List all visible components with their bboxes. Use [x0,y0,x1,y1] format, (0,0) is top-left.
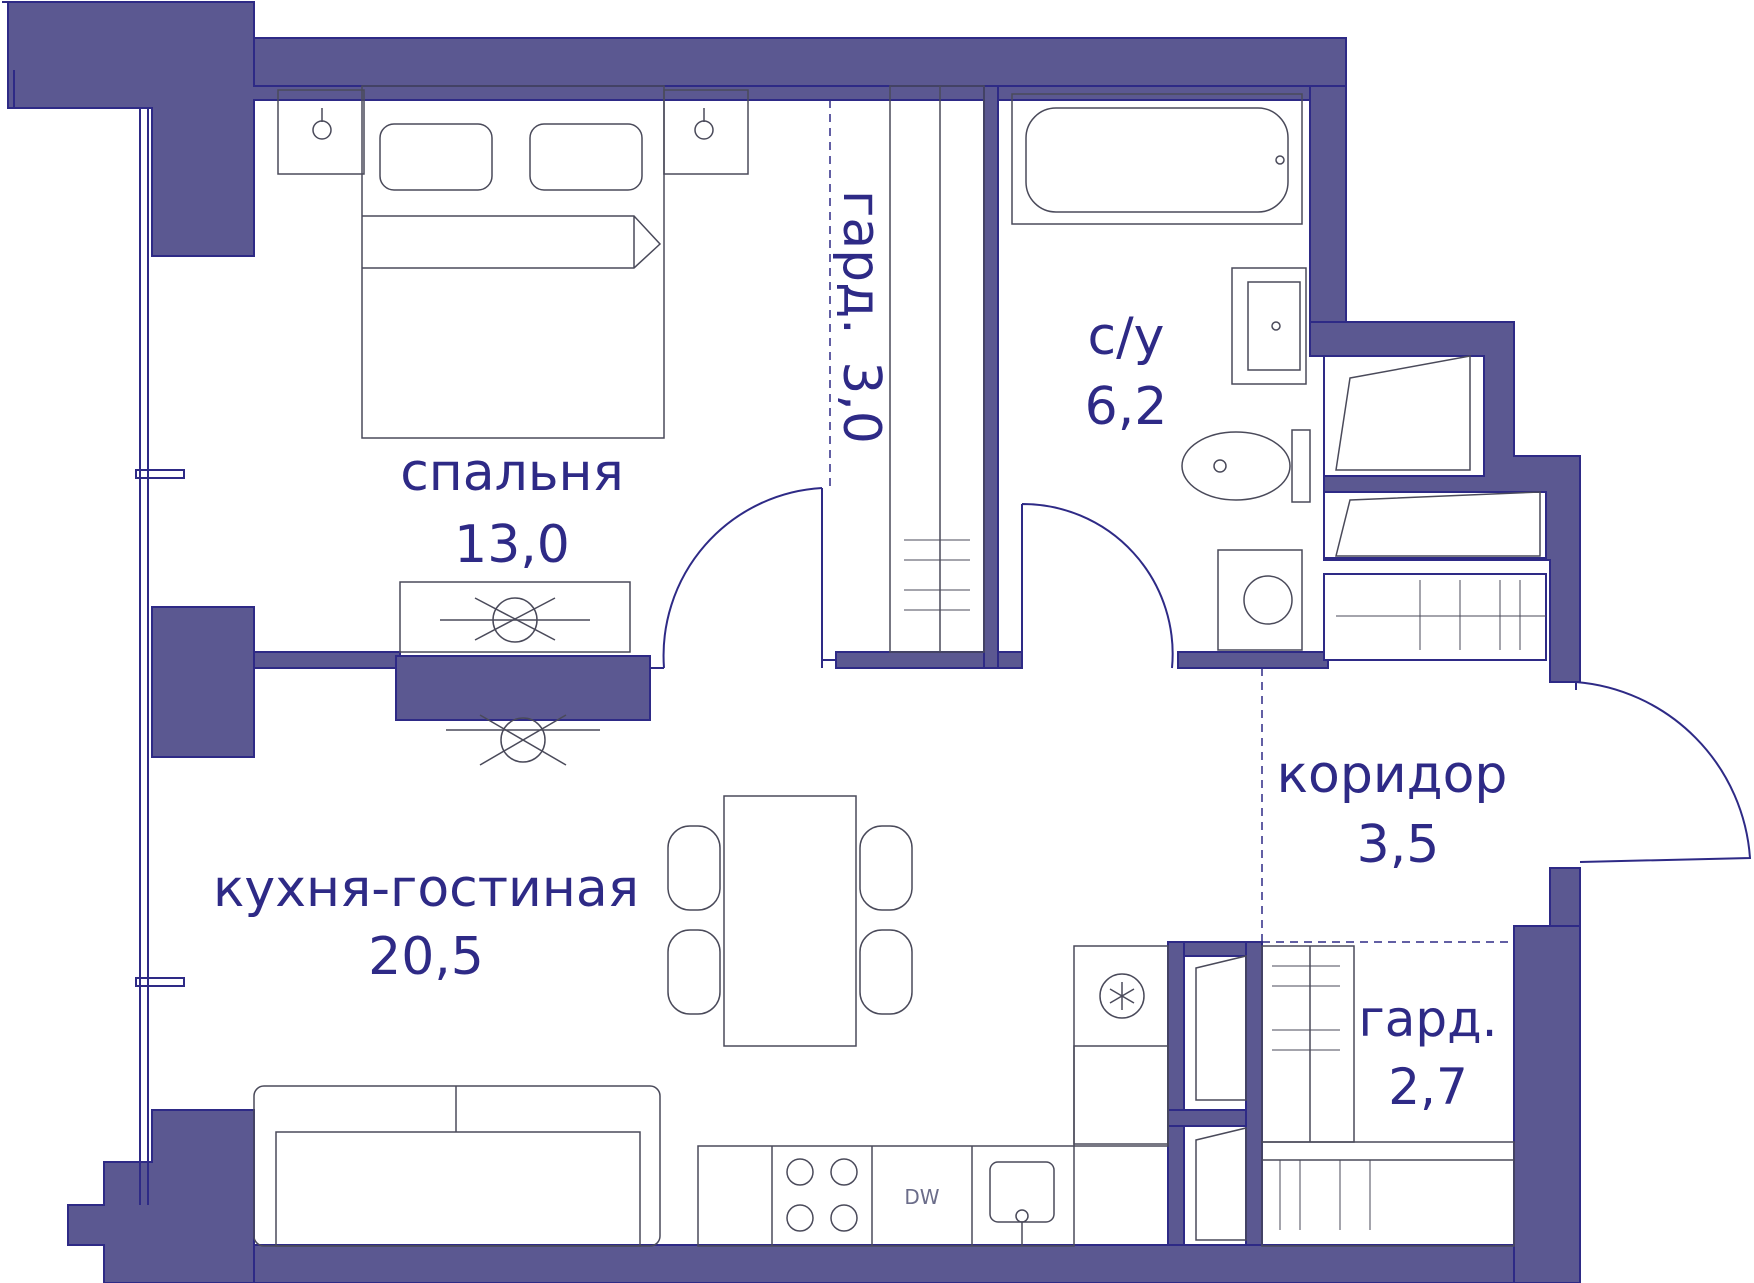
door-bedroom [662,487,823,669]
wardrobe-1-area: 3,0 [831,361,891,444]
corridor-area: 3,5 [1357,815,1440,875]
wall-bottom [253,1244,1515,1283]
bathroom-name: с/у [1088,307,1165,367]
room-dividers [829,100,1514,943]
furniture [253,85,1546,1247]
toilet-tank [1291,429,1311,503]
chair-3 [859,825,913,911]
wall-bath-bottom-left [997,651,1023,669]
living-kitchen-name: кухня-гостиная [213,859,639,919]
washing-machine [1217,549,1303,651]
bathroom-area: 6,2 [1085,377,1168,437]
pillow-left [379,123,493,191]
bed-blanket [362,215,662,269]
wall-bath-right [1309,85,1347,357]
nightstand-left [277,89,365,175]
fridge [1073,945,1169,1145]
doors [650,487,1752,863]
closet-voids [1323,355,1547,661]
bath-sink [1231,267,1307,385]
bedroom-desk [399,581,631,653]
living-kitchen-area: 20,5 [368,927,484,987]
bedroom-niche [395,655,651,721]
bathtub [1011,93,1303,225]
sofa [253,1085,661,1247]
bed [361,85,665,439]
wall-bedroom-bottom-left [253,651,401,669]
wall-wardrobe-bottom [835,651,985,669]
kitchen-sink [989,1161,1055,1223]
wall-right-lower [1549,867,1581,927]
nightstand-right [663,89,749,175]
wall-wardrobe2-inner [1245,941,1263,1246]
wall-left-pier-mid [151,606,255,758]
pillow-right [529,123,643,191]
dining-table [723,795,857,1047]
wardrobe-1-label: гард. 3,0 [831,190,891,444]
kitchen-counter [697,1145,1075,1247]
bedroom-name: спальня [400,443,624,503]
snowflake-icon [1109,982,1135,1010]
chair-4 [859,929,913,1015]
wall-bath-bottom-right [1177,651,1329,669]
wall-top [253,37,1347,87]
door-entrance [1575,681,1752,863]
bedroom-area: 13,0 [454,515,570,575]
wall-left-pier-bottom [67,1109,255,1283]
wardrobe-1-name: гард. [831,190,891,335]
wardrobe-2 [1261,945,1355,1143]
wardrobe-2-area: 2,7 [1388,1058,1468,1116]
corridor-name: коридор [1277,745,1508,805]
toilet-bowl [1181,431,1291,501]
wardrobe-1 [889,85,985,653]
door-bathroom [1021,502,1174,669]
wardrobe-2-name: гард. [1358,990,1497,1048]
wall-wardrobe2-divider [1167,941,1185,1246]
windows [7,70,185,1205]
wall-wardrobe-right [983,85,999,669]
chair-2 [667,929,721,1015]
wall-right-bottom-block [1513,925,1581,1283]
dishwasher-label: DW [904,1185,939,1209]
labels: спальня 13,0 гард. 3,0 с/у 6,2 коридор 3… [213,190,1507,1209]
chair-1 [667,825,721,911]
